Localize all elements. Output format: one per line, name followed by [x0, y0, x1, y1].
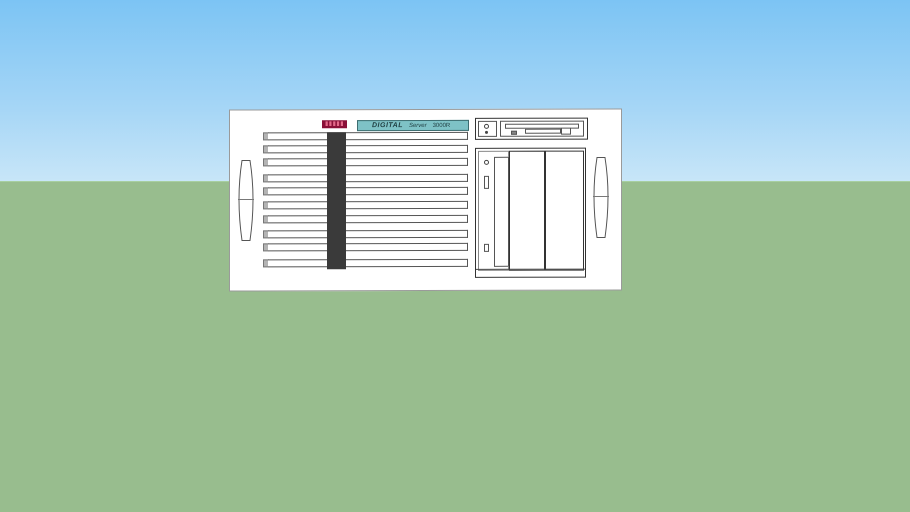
red-status-label: ▮▮▮▮▮: [322, 120, 347, 129]
brand-name: DIGITAL: [372, 122, 403, 130]
floppy-drive-frame: [475, 117, 588, 140]
activity-led-icon: [485, 130, 488, 134]
expansion-slot[interactable]: [268, 214, 468, 224]
floppy-led-icon: [511, 130, 517, 135]
brand-model: 3000R: [432, 122, 451, 129]
expansion-slot[interactable]: [268, 157, 468, 167]
cdrom-bay[interactable]: [478, 150, 509, 271]
expansion-slot[interactable]: [268, 200, 468, 210]
eject-button[interactable]: [561, 127, 571, 135]
expansion-slot[interactable]: [268, 131, 468, 141]
center-dark-bar: [327, 132, 346, 270]
brand-badge: DIGITAL Server 3000R: [357, 119, 469, 132]
power-led-icon: [484, 123, 489, 129]
expansion-slot[interactable]: [268, 258, 468, 268]
bay-bottom-strip: [476, 268, 585, 277]
floppy-door: [525, 128, 561, 134]
expansion-slot[interactable]: [268, 186, 468, 196]
drive-bay-frame: [475, 147, 586, 278]
brand-product: Server: [408, 122, 427, 130]
floppy-drive[interactable]: [500, 120, 584, 137]
cdrom-tray[interactable]: [494, 156, 509, 267]
cdrom-activity-icon: [484, 175, 489, 189]
expansion-slot[interactable]: [268, 242, 468, 252]
power-panel: [478, 120, 497, 137]
cdrom-button[interactable]: [484, 243, 489, 252]
expansion-slot[interactable]: [268, 144, 468, 154]
expansion-slot[interactable]: [268, 229, 468, 239]
left-handle-icon: [236, 158, 256, 242]
drive-bay-1[interactable]: [509, 150, 545, 271]
right-handle-icon: [591, 156, 611, 240]
drive-bay-2[interactable]: [545, 150, 584, 271]
cdrom-led-icon: [484, 159, 489, 165]
server-chassis: ▮▮▮▮▮ DIGITAL Server 3000R: [229, 108, 622, 292]
expansion-slot[interactable]: [268, 173, 468, 183]
